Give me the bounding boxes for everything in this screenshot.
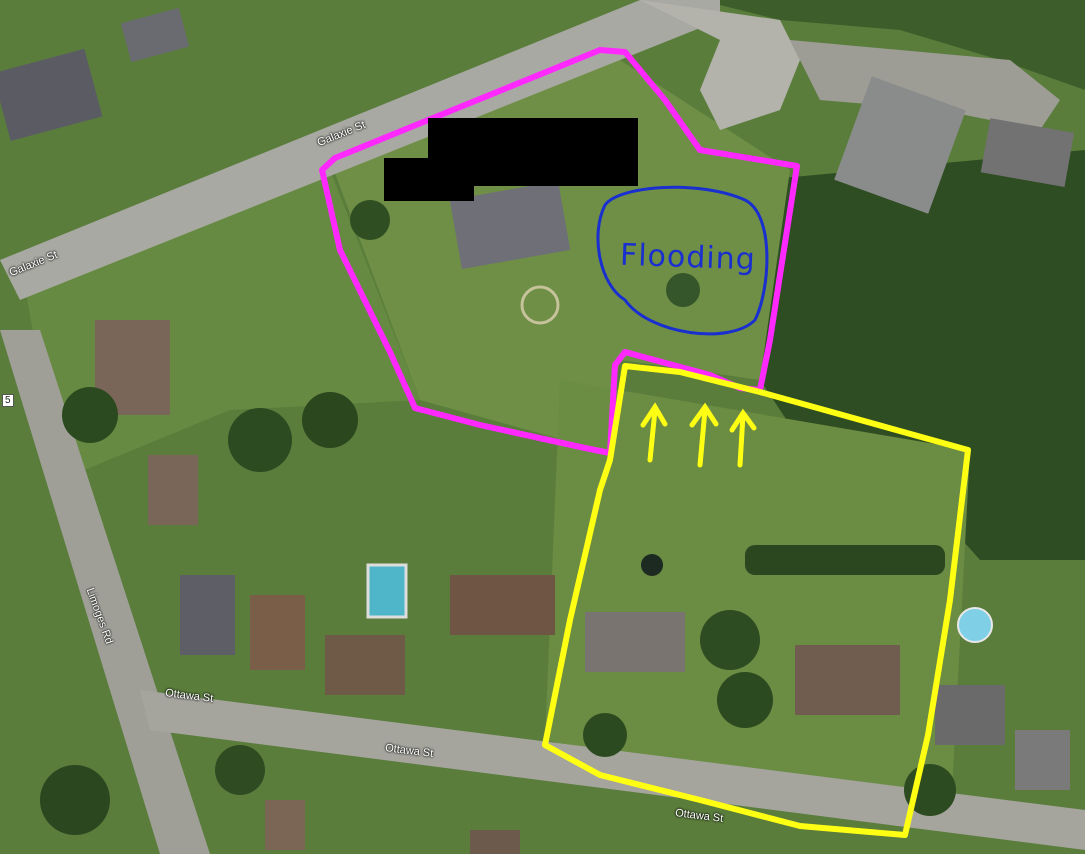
fire-ring (520, 285, 560, 325)
arrow-1 (640, 402, 668, 463)
house-south-1 (265, 800, 305, 850)
house-lower-lot-1 (585, 612, 685, 672)
tree-cover-northeast (700, 0, 1085, 90)
tree-hedge-1 (700, 610, 760, 670)
trampoline (641, 554, 663, 576)
drainage-arrows (640, 402, 757, 468)
house-lower-lot-2 (795, 645, 900, 715)
tree-5 (666, 273, 700, 307)
house-northwest-2 (120, 7, 190, 63)
tree-4 (350, 200, 390, 240)
cul-de-sac (640, 0, 800, 130)
hedge-row (745, 545, 945, 575)
flooding-label: Flooding (619, 237, 757, 278)
tree-cover-east (760, 150, 1085, 560)
northeast-street (790, 40, 1060, 130)
house-west-4 (250, 595, 305, 670)
tree-6 (40, 765, 110, 835)
house-northeast-2 (980, 118, 1075, 188)
house-ottawa-2 (450, 575, 555, 635)
house-east-2 (1015, 730, 1070, 790)
redaction-box-lower (384, 158, 474, 201)
route-shield: 5 (2, 394, 14, 407)
swimming-pool (366, 563, 408, 619)
house-upper-lot (449, 180, 571, 270)
house-west-3 (180, 575, 235, 655)
tree-hedge-2 (717, 672, 773, 728)
arrow-2 (689, 402, 719, 468)
house-west-2 (148, 455, 198, 525)
flooding-circle (596, 185, 769, 336)
lower-lot-outline (542, 363, 971, 838)
house-south-2 (470, 830, 520, 854)
house-ottawa-1 (325, 635, 405, 695)
round-pool (957, 607, 993, 643)
tree-3 (302, 392, 358, 448)
ottawa-st-road (140, 690, 1085, 850)
house-northeast-1 (834, 76, 966, 214)
tree-2 (228, 408, 292, 472)
lower-lot-lawn (545, 380, 970, 830)
tree-7 (215, 745, 265, 795)
house-northwest-1 (0, 48, 103, 141)
tree-1 (62, 387, 118, 443)
arrow-3 (729, 408, 757, 468)
tree-8 (583, 713, 627, 757)
house-east-1 (935, 685, 1005, 745)
